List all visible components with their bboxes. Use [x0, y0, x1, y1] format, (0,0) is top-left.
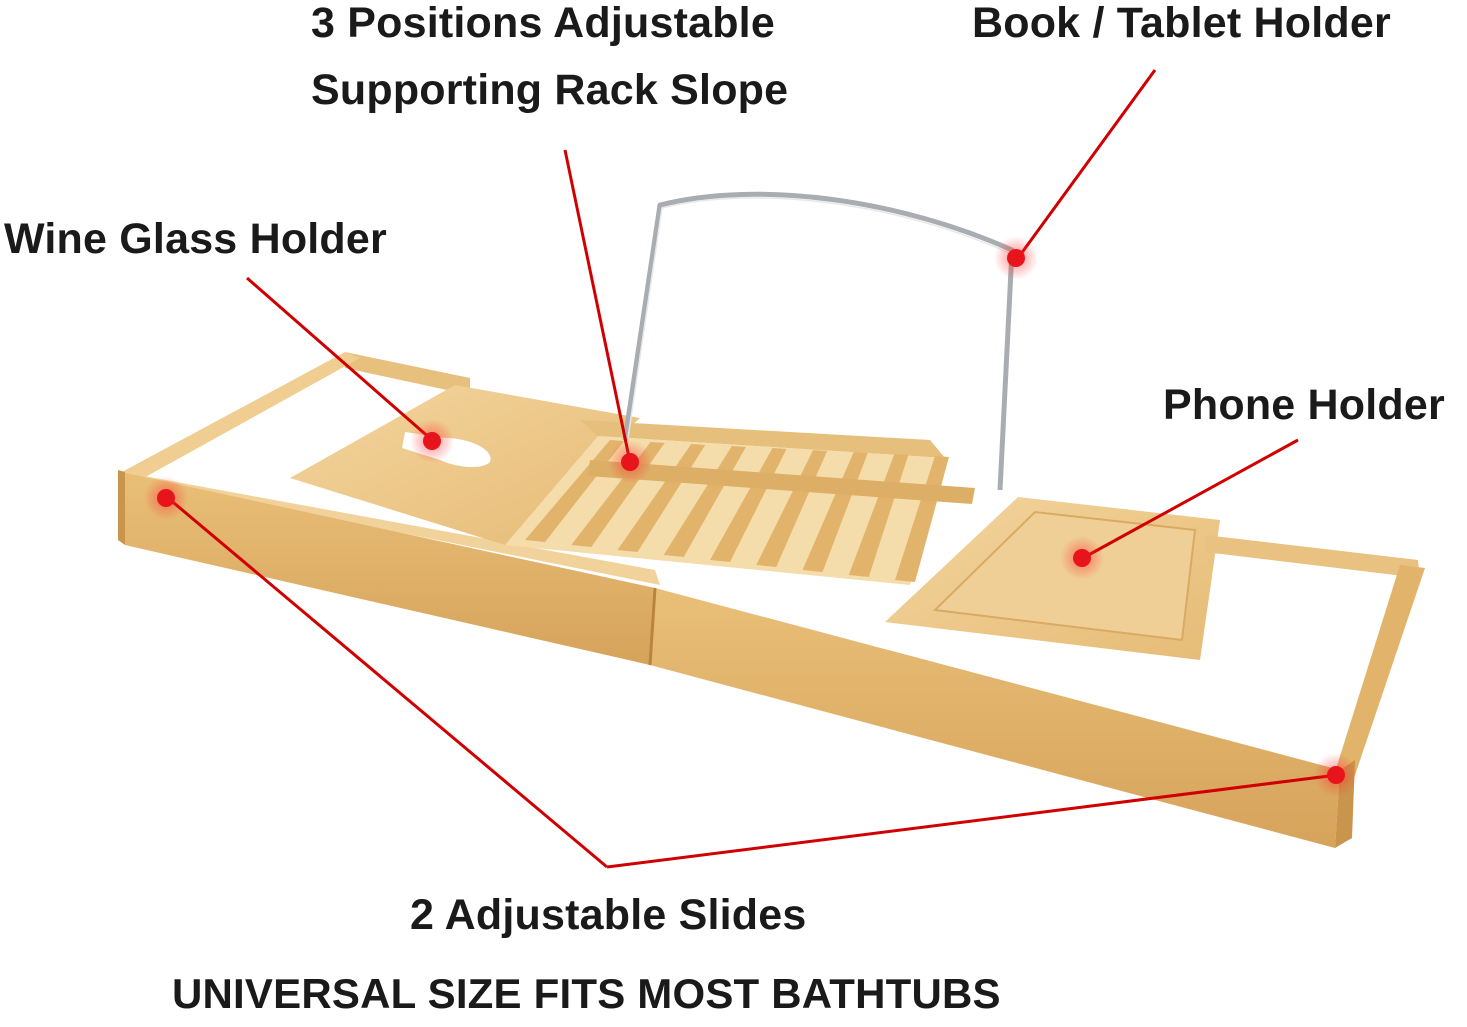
callout-line-phone-holder — [1082, 438, 1299, 560]
phone-holder-recess — [932, 510, 1197, 642]
front-rail-right — [650, 588, 1340, 848]
marker-dot-wine-glass — [410, 419, 454, 463]
back-rail-left — [345, 352, 470, 395]
rack-rest-bar — [588, 460, 975, 504]
rack-slope-label: 3 Positions Adjustable Supporting Rack S… — [311, 0, 788, 124]
callout-line-slide-right — [606, 773, 1338, 869]
metal-book-rack — [622, 191, 1015, 491]
marker-dots — [144, 236, 1358, 797]
callout-line-rack-slope — [563, 149, 632, 463]
book-tablet-holder-label: Book / Tablet Holder — [972, 0, 1391, 47]
callout-lines — [167, 69, 1338, 869]
callout-line-wine-glass — [246, 276, 433, 442]
marker-dot-book-holder — [994, 236, 1038, 280]
right-frame-side — [1330, 565, 1425, 790]
wine-glass-holder-label: Wine Glass Holder — [4, 215, 387, 263]
right-frame-back-rail — [1205, 535, 1420, 578]
universal-size-tagline: UNIVERSAL SIZE FITS MOST BATHTUBS — [172, 970, 1001, 1017]
metal-book-rack-highlight — [627, 197, 1010, 439]
left-end-cap — [118, 470, 125, 545]
slide-seam — [648, 587, 657, 666]
adjustable-slides-label: 2 Adjustable Slides — [410, 891, 807, 939]
marker-dot-rack-slope — [608, 440, 652, 484]
marker-dot-slide-left — [144, 476, 188, 520]
rack-slope-label-line1: 3 Positions Adjustable — [311, 0, 775, 47]
front-rail-left — [122, 472, 655, 665]
marker-dot-slide-right — [1314, 753, 1358, 797]
marker-dot-phone-holder — [1060, 536, 1104, 580]
callout-line-slide-left — [167, 496, 608, 869]
rack-slope-label-line2: Supporting Rack Slope — [311, 66, 789, 114]
phone-holder-label: Phone Holder — [1163, 381, 1445, 429]
tray-back-rim — [580, 420, 945, 458]
left-frame-front-rail-top — [122, 472, 660, 585]
left-frame-top-rail — [122, 352, 360, 480]
callout-line-book-holder — [1016, 69, 1157, 259]
